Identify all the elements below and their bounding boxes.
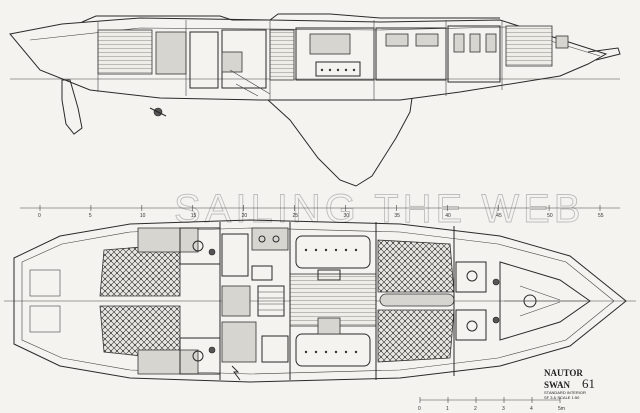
maker-name: NAUTOR [544,368,583,378]
station-tick-label: 10 [140,213,146,219]
side-profile [9,13,621,187]
scale-bar-label: 3 [502,406,505,412]
station-tick-label: 25 [293,213,299,219]
keel [267,97,413,187]
galley [221,227,289,281]
scale-bar-label: 0 [418,406,421,412]
station-tick-label: 15 [191,213,197,219]
station-tick-label: 20 [242,213,248,219]
station-tick-label: 55 [598,213,604,219]
forward-berth-starboard [377,239,455,293]
model-name: SWAN [544,380,571,390]
model-number: 61 [582,376,595,391]
scale-bar-label: 4 [530,406,533,412]
scale-bar-label: 1 [446,406,449,412]
rudder [61,79,83,135]
station-tick-label: 40 [445,213,451,219]
saloon-settee-starboard [295,235,371,269]
station-tick-label: 35 [394,213,400,219]
forepeak [499,261,591,341]
station-tick-label: 45 [496,213,502,219]
saloon-table [317,269,341,335]
station-tick-label: 30 [343,213,349,219]
scale-bar-label: 5m [558,406,565,412]
plan-view [4,219,636,383]
scale-bar: 0 1 2 3 4 5m [418,397,565,412]
caption-2: SF 3 & SCALE 1:50 [544,395,580,400]
propeller [149,107,167,117]
station-tick-label: 50 [547,213,553,219]
plan-hull-outline [13,219,627,383]
forward-berth-port [377,309,455,363]
station-tick-label: 5 [89,213,92,219]
title-block: NAUTOR SWAN 61 STANDARD INTERIOR SF 3 & … [418,368,595,412]
watermark-text: SAILING THE WEB [174,187,584,231]
forward-heads [455,261,500,341]
companionway-steps [257,285,285,317]
station-ruler: 0 5 10 15 20 25 30 35 40 45 50 55 [20,205,620,219]
saloon-settee-port [295,333,371,367]
caption-1: STANDARD INTERIOR [544,390,586,395]
scale-bar-label: 2 [474,406,477,412]
station-tick-label: 0 [38,213,41,219]
hull-outline [9,17,608,101]
